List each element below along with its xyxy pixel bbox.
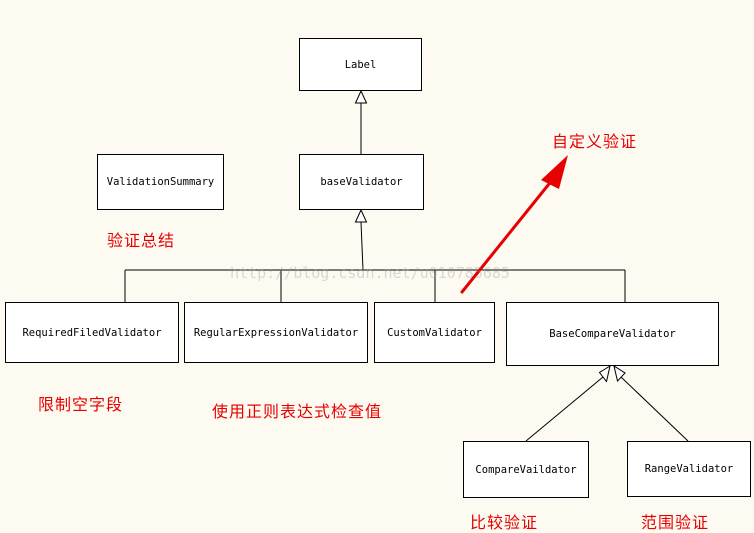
watermark: http://blog.csdn.net/u010785685 <box>230 264 510 282</box>
inheritance-arrow-compare <box>598 364 611 383</box>
class-regularexpressionvalidator: RegularExpressionValidator <box>184 302 368 363</box>
connector-compare-to-basecompare <box>525 376 604 442</box>
note-compare: 比较验证 <box>470 513 539 532</box>
class-customvalidator: CustomValidator <box>374 302 495 363</box>
inheritance-arrow-label <box>354 89 368 104</box>
class-validationsummary: ValidationSummary <box>97 154 224 210</box>
note-required-field: 限制空字段 <box>38 395 124 414</box>
inheritance-arrow-range <box>613 364 626 383</box>
note-custom-validation: 自定义验证 <box>552 132 638 151</box>
connector-trunk-to-basevalidator <box>360 221 364 271</box>
note-range: 范围验证 <box>641 513 710 532</box>
annotation-arrowhead <box>541 155 568 189</box>
class-rangevalidator: RangeValidator <box>627 441 751 497</box>
class-basecomparevalidator: BaseCompareValidator <box>506 302 719 366</box>
inheritance-arrow-basevalidator <box>354 208 368 223</box>
class-label: Label <box>299 38 422 91</box>
annotation-arrow <box>460 177 555 294</box>
connector-range-to-basecompare <box>620 376 689 442</box>
class-comparevalidator: CompareVaildator <box>463 441 589 498</box>
note-validation-summary: 验证总结 <box>107 231 176 250</box>
note-regular-expression: 使用正则表达式检查值 <box>212 402 383 421</box>
class-basevalidator: baseValidator <box>299 154 424 210</box>
class-requiredfieldvalidator: RequiredFiledValidator <box>5 302 179 363</box>
